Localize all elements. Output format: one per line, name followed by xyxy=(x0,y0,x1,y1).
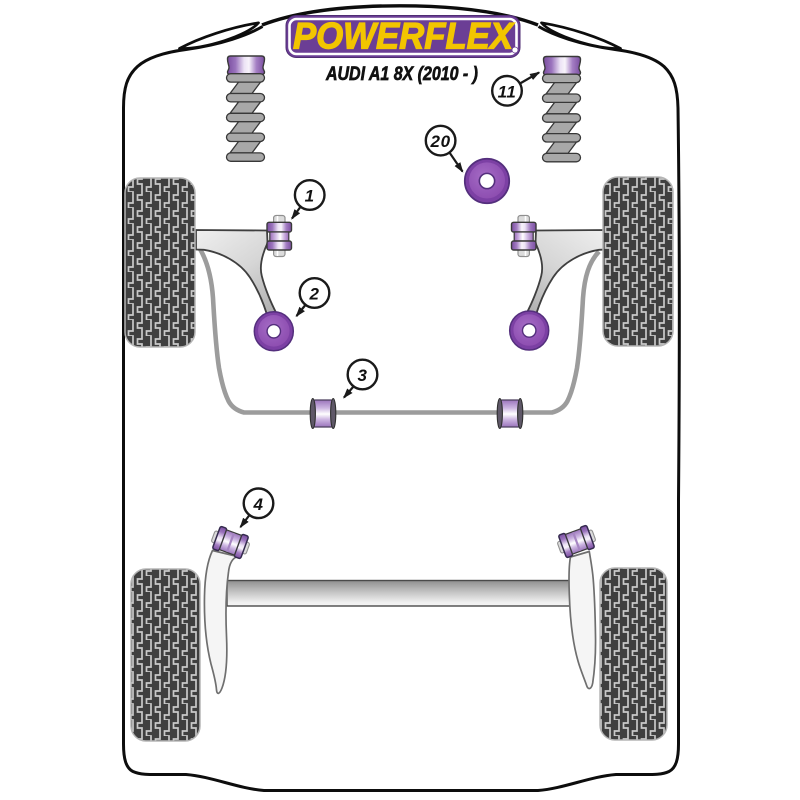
svg-text:2: 2 xyxy=(308,285,319,304)
svg-text:POWERFLEX: POWERFLEX xyxy=(293,16,515,57)
svg-text:11: 11 xyxy=(498,82,517,101)
svg-text:4: 4 xyxy=(252,495,263,514)
svg-text:20: 20 xyxy=(430,132,451,151)
svg-text:3: 3 xyxy=(357,366,367,385)
svg-text:AUDI A1 8X (2010 - ): AUDI A1 8X (2010 - ) xyxy=(325,63,478,85)
svg-text:1: 1 xyxy=(305,187,315,206)
